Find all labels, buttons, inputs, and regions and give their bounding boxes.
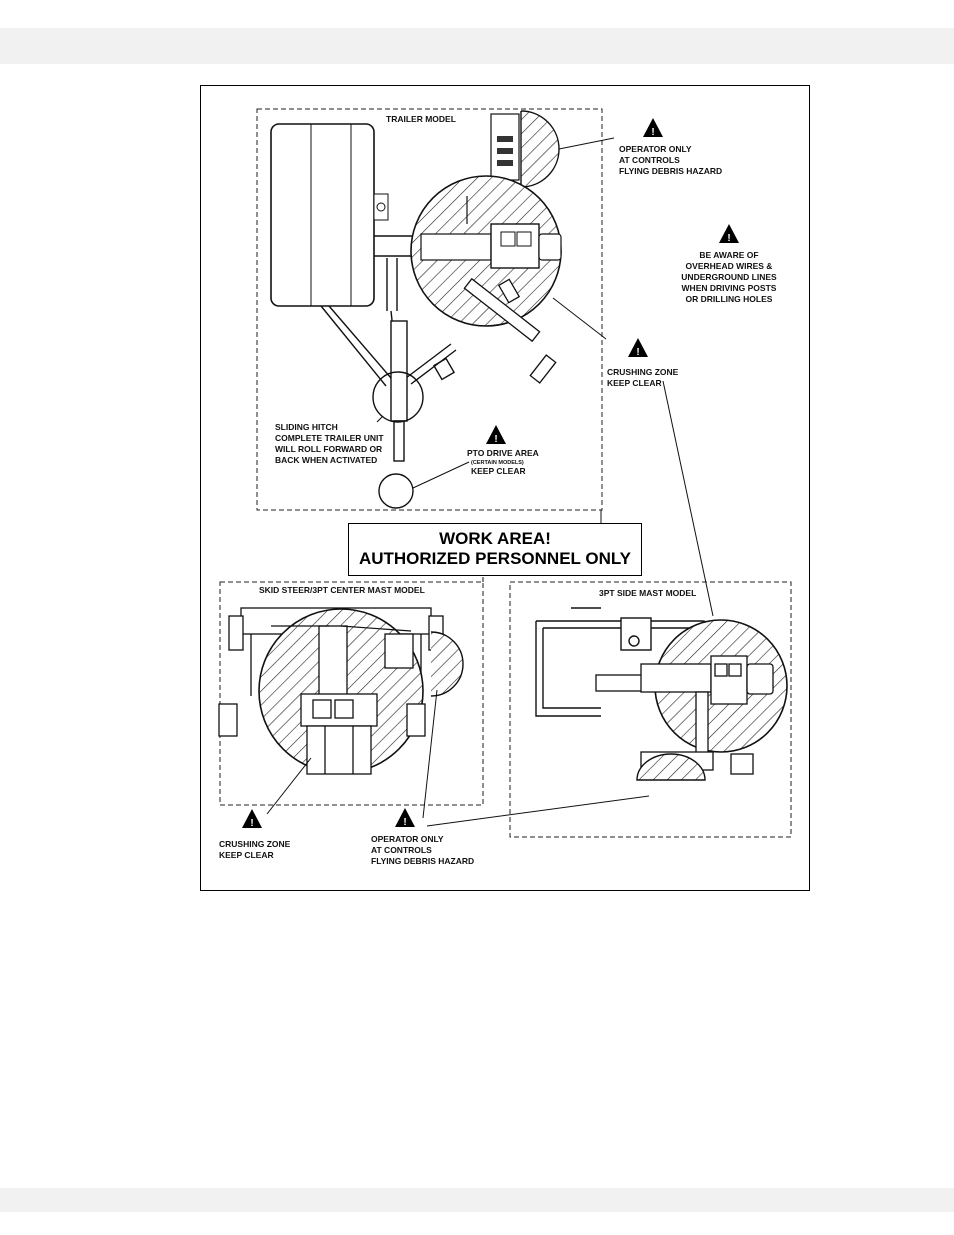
svg-text:KEEP CLEAR: KEEP CLEAR bbox=[607, 378, 662, 388]
svg-text:FLYING DEBRIS HAZARD: FLYING DEBRIS HAZARD bbox=[371, 856, 474, 866]
trailer-tank bbox=[270, 123, 389, 307]
svg-text:WHEN DRIVING POSTS: WHEN DRIVING POSTS bbox=[682, 283, 777, 293]
work-area-sign-line2: AUTHORIZED PERSONNEL ONLY bbox=[358, 549, 632, 568]
sliding-hitch-warning: SLIDING HITCH COMPLETE TRAILER UNIT WILL… bbox=[275, 415, 384, 465]
side-mast-title: 3PT SIDE MAST MODEL bbox=[599, 588, 696, 598]
work-area-sign-line1: WORK AREA! bbox=[439, 529, 551, 548]
operator-warning-top: ! OPERATOR ONLY AT CONTROLS FLYING DEBRI… bbox=[558, 118, 722, 176]
skid-steer-mast bbox=[218, 625, 426, 775]
svg-text:!: ! bbox=[651, 127, 654, 138]
svg-text:CRUSHING ZONE: CRUSHING ZONE bbox=[607, 367, 679, 377]
trailer-mast-arm bbox=[463, 277, 557, 384]
svg-text:(CERTAIN MODELS): (CERTAIN MODELS) bbox=[471, 460, 524, 466]
svg-text:!: ! bbox=[250, 818, 253, 829]
footer-band bbox=[0, 1188, 954, 1212]
svg-text:KEEP CLEAR: KEEP CLEAR bbox=[471, 466, 526, 476]
skid-steer-title: SKID STEER/3PT CENTER MAST MODEL bbox=[259, 585, 425, 595]
svg-text:COMPLETE TRAILER UNIT: COMPLETE TRAILER UNIT bbox=[275, 433, 384, 443]
svg-text:AT CONTROLS: AT CONTROLS bbox=[371, 845, 432, 855]
overhead-lines-warning: ! BE AWARE OF OVERHEAD WIRES & UNDERGROU… bbox=[681, 224, 777, 304]
trailer-model-title: TRAILER MODEL bbox=[386, 114, 456, 124]
pto-circle bbox=[378, 473, 414, 509]
trailer-model-section: TRAILER MODEL bbox=[256, 108, 603, 511]
pto-warning: ! PTO DRIVE AREA (CERTAIN MODELS) KEEP C… bbox=[412, 425, 539, 489]
skid-steer-section: SKID STEER/3PT CENTER MAST MODEL bbox=[218, 581, 484, 806]
header-band bbox=[0, 28, 954, 64]
svg-text:BACK WHEN ACTIVATED: BACK WHEN ACTIVATED bbox=[275, 455, 377, 465]
svg-text:OR DRILLING HOLES: OR DRILLING HOLES bbox=[686, 294, 773, 304]
svg-text:!: ! bbox=[636, 347, 639, 358]
svg-text:CRUSHING ZONE: CRUSHING ZONE bbox=[219, 839, 291, 849]
skid-steer-side-zone bbox=[430, 631, 464, 697]
trailer-frame bbox=[320, 235, 457, 462]
svg-text:OVERHEAD WIRES &: OVERHEAD WIRES & bbox=[686, 261, 773, 271]
safety-diagram: TRAILER MODEL bbox=[200, 85, 810, 891]
svg-text:KEEP CLEAR: KEEP CLEAR bbox=[219, 850, 274, 860]
svg-text:PTO DRIVE AREA: PTO DRIVE AREA bbox=[467, 448, 539, 458]
svg-text:UNDERGROUND LINES: UNDERGROUND LINES bbox=[681, 272, 777, 282]
sliding-hitch-circle bbox=[372, 371, 424, 423]
side-mast-section: 3PT SIDE MAST MODEL bbox=[509, 581, 792, 838]
svg-text:FLYING DEBRIS HAZARD: FLYING DEBRIS HAZARD bbox=[619, 166, 722, 176]
svg-text:!: ! bbox=[727, 233, 730, 244]
svg-text:!: ! bbox=[494, 434, 497, 445]
svg-text:!: ! bbox=[403, 817, 406, 828]
work-area-sign: WORK AREA! AUTHORIZED PERSONNEL ONLY bbox=[348, 523, 642, 576]
trailer-crushing-zone bbox=[410, 175, 562, 327]
svg-text:SLIDING HITCH: SLIDING HITCH bbox=[275, 422, 338, 432]
side-mast-frame bbox=[535, 607, 712, 746]
crushing-warning-bottom: ! CRUSHING ZONE KEEP CLEAR bbox=[219, 757, 312, 860]
side-mast-operator-zone bbox=[636, 753, 706, 781]
svg-text:OPERATOR ONLY: OPERATOR ONLY bbox=[371, 834, 444, 844]
svg-text:WILL ROLL FORWARD OR: WILL ROLL FORWARD OR bbox=[275, 444, 382, 454]
operator-warning-bottom: ! OPERATOR ONLY AT CONTROLS FLYING DEBRI… bbox=[371, 689, 650, 866]
crushing-warning-right: ! CRUSHING ZONE KEEP CLEAR bbox=[552, 297, 714, 617]
diagram-drawing: TRAILER MODEL bbox=[218, 108, 792, 866]
svg-text:OPERATOR ONLY: OPERATOR ONLY bbox=[619, 144, 692, 154]
svg-text:AT CONTROLS: AT CONTROLS bbox=[619, 155, 680, 165]
svg-text:BE AWARE OF: BE AWARE OF bbox=[699, 250, 758, 260]
